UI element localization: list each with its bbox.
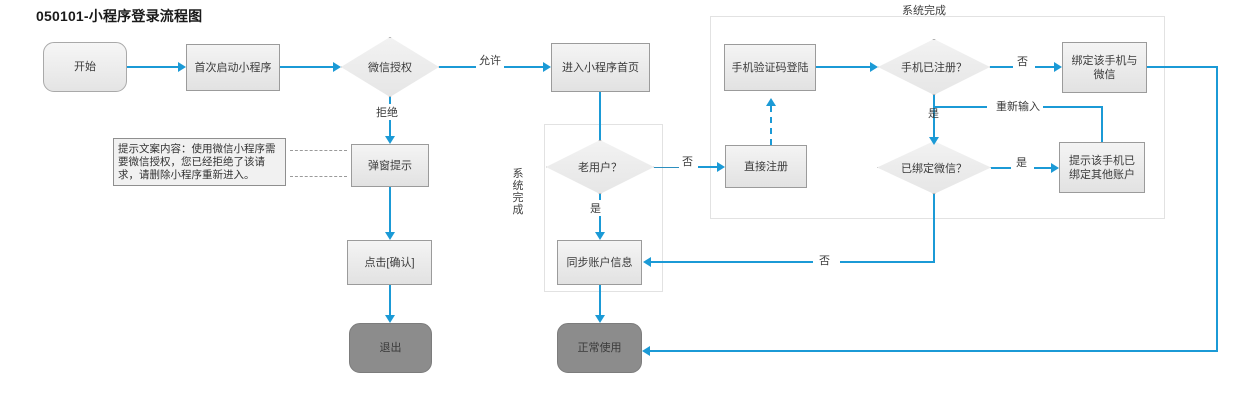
edge-label-old-user-no: 否 bbox=[679, 153, 696, 169]
edge-old-user-no bbox=[698, 166, 717, 168]
arrowhead-down bbox=[385, 136, 395, 144]
edge-wechat-bound-no-right-seg bbox=[840, 261, 935, 263]
edge-first-launch-to-wechat-auth bbox=[280, 66, 333, 68]
group-label-system-complete-right: 系统完成 bbox=[902, 5, 946, 17]
node-sms-login[interactable]: 手机验证码登陆 bbox=[724, 44, 816, 91]
edge-bind-to-normal-use-right bbox=[1216, 66, 1218, 352]
arrowhead-right bbox=[178, 62, 186, 72]
node-phone-bound-other[interactable]: 提示该手机已绑定其他账户 bbox=[1059, 142, 1145, 193]
note-auth-refused-text: 提示文案内容：使用微信小程序需要微信授权，您已经拒绝了该请求，请删除小程序重新进… bbox=[113, 138, 286, 186]
edge-phone-registered-yes bbox=[933, 95, 935, 137]
node-wechat-auth[interactable]: 微信授权 bbox=[341, 37, 439, 97]
page-title: 050101-小程序登录流程图 bbox=[36, 8, 203, 24]
edge-start-to-first-launch bbox=[127, 66, 178, 68]
arrowhead-up bbox=[766, 98, 776, 106]
edge-wechat-bound-yes-left bbox=[991, 167, 1011, 169]
node-popup-tip[interactable]: 弹窗提示 bbox=[351, 144, 429, 187]
node-phone-registered-label: 手机已注册？ bbox=[901, 62, 967, 74]
arrowhead-left bbox=[643, 257, 651, 267]
arrowhead-down bbox=[595, 232, 605, 240]
edge-popup-to-click-confirm bbox=[389, 187, 391, 232]
edge-label-wechat-bound-yes: 是 bbox=[1013, 154, 1030, 170]
arrowhead-down bbox=[385, 232, 395, 240]
arrowhead-down bbox=[595, 315, 605, 323]
edge-label-old-user-yes: 是 bbox=[587, 200, 604, 216]
edge-reinput-top bbox=[1036, 106, 1103, 108]
note-connector-bottom bbox=[290, 176, 347, 177]
node-normal-use[interactable]: 正常使用 bbox=[557, 323, 642, 373]
arrowhead-right bbox=[717, 162, 725, 172]
group-label-system-complete-left: 系统完成 bbox=[512, 168, 524, 216]
edge-label-reinput: 重新输入 bbox=[993, 98, 1043, 114]
arrowhead-right bbox=[1051, 163, 1059, 173]
node-bind-phone-wechat[interactable]: 绑定该手机与微信 bbox=[1062, 42, 1147, 93]
edge-sync-account-to-normal-use bbox=[599, 285, 601, 315]
edge-bind-to-normal-use-top bbox=[1147, 66, 1218, 68]
node-wechat-bound-label: 已绑定微信？ bbox=[901, 162, 967, 175]
edge-label-refuse: 拒绝 bbox=[373, 104, 401, 120]
arrowhead-down bbox=[385, 315, 395, 323]
node-click-confirm[interactable]: 点击[确认] bbox=[347, 240, 432, 285]
node-start[interactable]: 开始 bbox=[43, 42, 127, 92]
edge-wechat-bound-no-left-seg bbox=[651, 261, 813, 263]
arrowhead-right bbox=[543, 62, 551, 72]
edge-phone-registered-no-left bbox=[990, 66, 1013, 68]
group-box-system-complete-right bbox=[710, 16, 1165, 219]
node-wechat-bound[interactable]: 已绑定微信？ bbox=[877, 141, 991, 194]
node-exit[interactable]: 退出 bbox=[349, 323, 432, 373]
arrowhead-right bbox=[333, 62, 341, 72]
edge-bind-to-normal-use-bottom bbox=[650, 350, 1218, 352]
edge-direct-register-to-sms-login bbox=[770, 106, 772, 145]
edge-click-confirm-to-exit bbox=[389, 285, 391, 315]
edge-sms-login-to-phone-registered bbox=[816, 66, 870, 68]
node-sync-account[interactable]: 同步账户信息 bbox=[557, 240, 642, 285]
edge-enter-home-to-old-user bbox=[599, 92, 601, 140]
group-box-system-complete-left bbox=[544, 124, 663, 292]
node-direct-register[interactable]: 直接注册 bbox=[725, 145, 807, 188]
arrowhead-left bbox=[642, 346, 650, 356]
node-old-user-label: 老用户？ bbox=[578, 162, 622, 174]
node-old-user[interactable]: 老用户？ bbox=[546, 140, 654, 194]
edge-label-allow: 允许 bbox=[476, 52, 504, 68]
edge-label-wechat-bound-no: 否 bbox=[816, 252, 833, 268]
arrowhead-down bbox=[929, 137, 939, 145]
edge-wechat-bound-yes-right bbox=[1034, 167, 1051, 169]
edge-phone-registered-no-right bbox=[1035, 66, 1054, 68]
node-phone-registered[interactable]: 手机已注册？ bbox=[878, 39, 990, 95]
edge-reinput-left bbox=[933, 106, 987, 108]
edge-wechat-bound-no-down bbox=[933, 194, 935, 263]
node-first-launch[interactable]: 首次启动小程序 bbox=[186, 44, 280, 91]
edge-old-user-no-stub bbox=[654, 167, 679, 168]
arrowhead-right bbox=[870, 62, 878, 72]
edge-label-phone-registered-no: 否 bbox=[1014, 53, 1031, 69]
edge-reinput-down bbox=[1101, 108, 1103, 142]
arrowhead-right bbox=[1054, 62, 1062, 72]
edge-label-phone-registered-yes: 是 bbox=[928, 108, 939, 120]
node-enter-home[interactable]: 进入小程序首页 bbox=[551, 43, 650, 92]
note-connector-top bbox=[290, 150, 347, 151]
node-wechat-auth-label: 微信授权 bbox=[368, 62, 412, 74]
